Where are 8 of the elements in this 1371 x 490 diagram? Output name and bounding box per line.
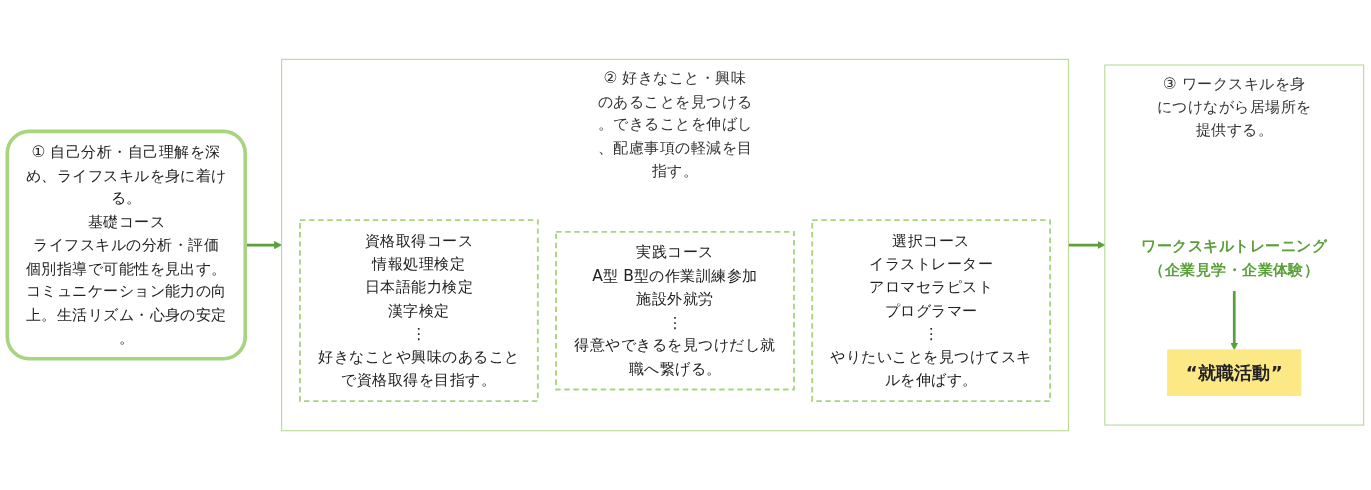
node-box: 実践コース A型 B型の作業訓練参加 施設外就労 ⋮ 得意やできるを見つけだし就職へ繋げる。	[555, 230, 795, 391]
node-box: “就職活動”	[1167, 349, 1302, 396]
node-text: ワークスキルトレーニング （企業見学・企業体験）	[1141, 236, 1328, 279]
arrow	[1230, 290, 1239, 351]
node-box: ① 自己分析・自己理解を深め、ライフスキルを身に着ける。 基礎コース ライフスキルの分析・評価 個別指導で可能性を見出す。コミュニケーション能力の向上。生活リズム・心身の安定。	[5, 129, 248, 361]
node-box: 選択コース イラストレーター アロマセラピスト プログラマー ⋮ やりたいことを見つけてスキルを伸ばす。	[811, 219, 1052, 402]
node-box: 資格取得コース 情報処理検定 日本語能力検定 漢字検定 ⋮ 好きなことや興味のあることで資格取得を目指す。	[299, 219, 539, 402]
arrow	[1068, 241, 1106, 249]
